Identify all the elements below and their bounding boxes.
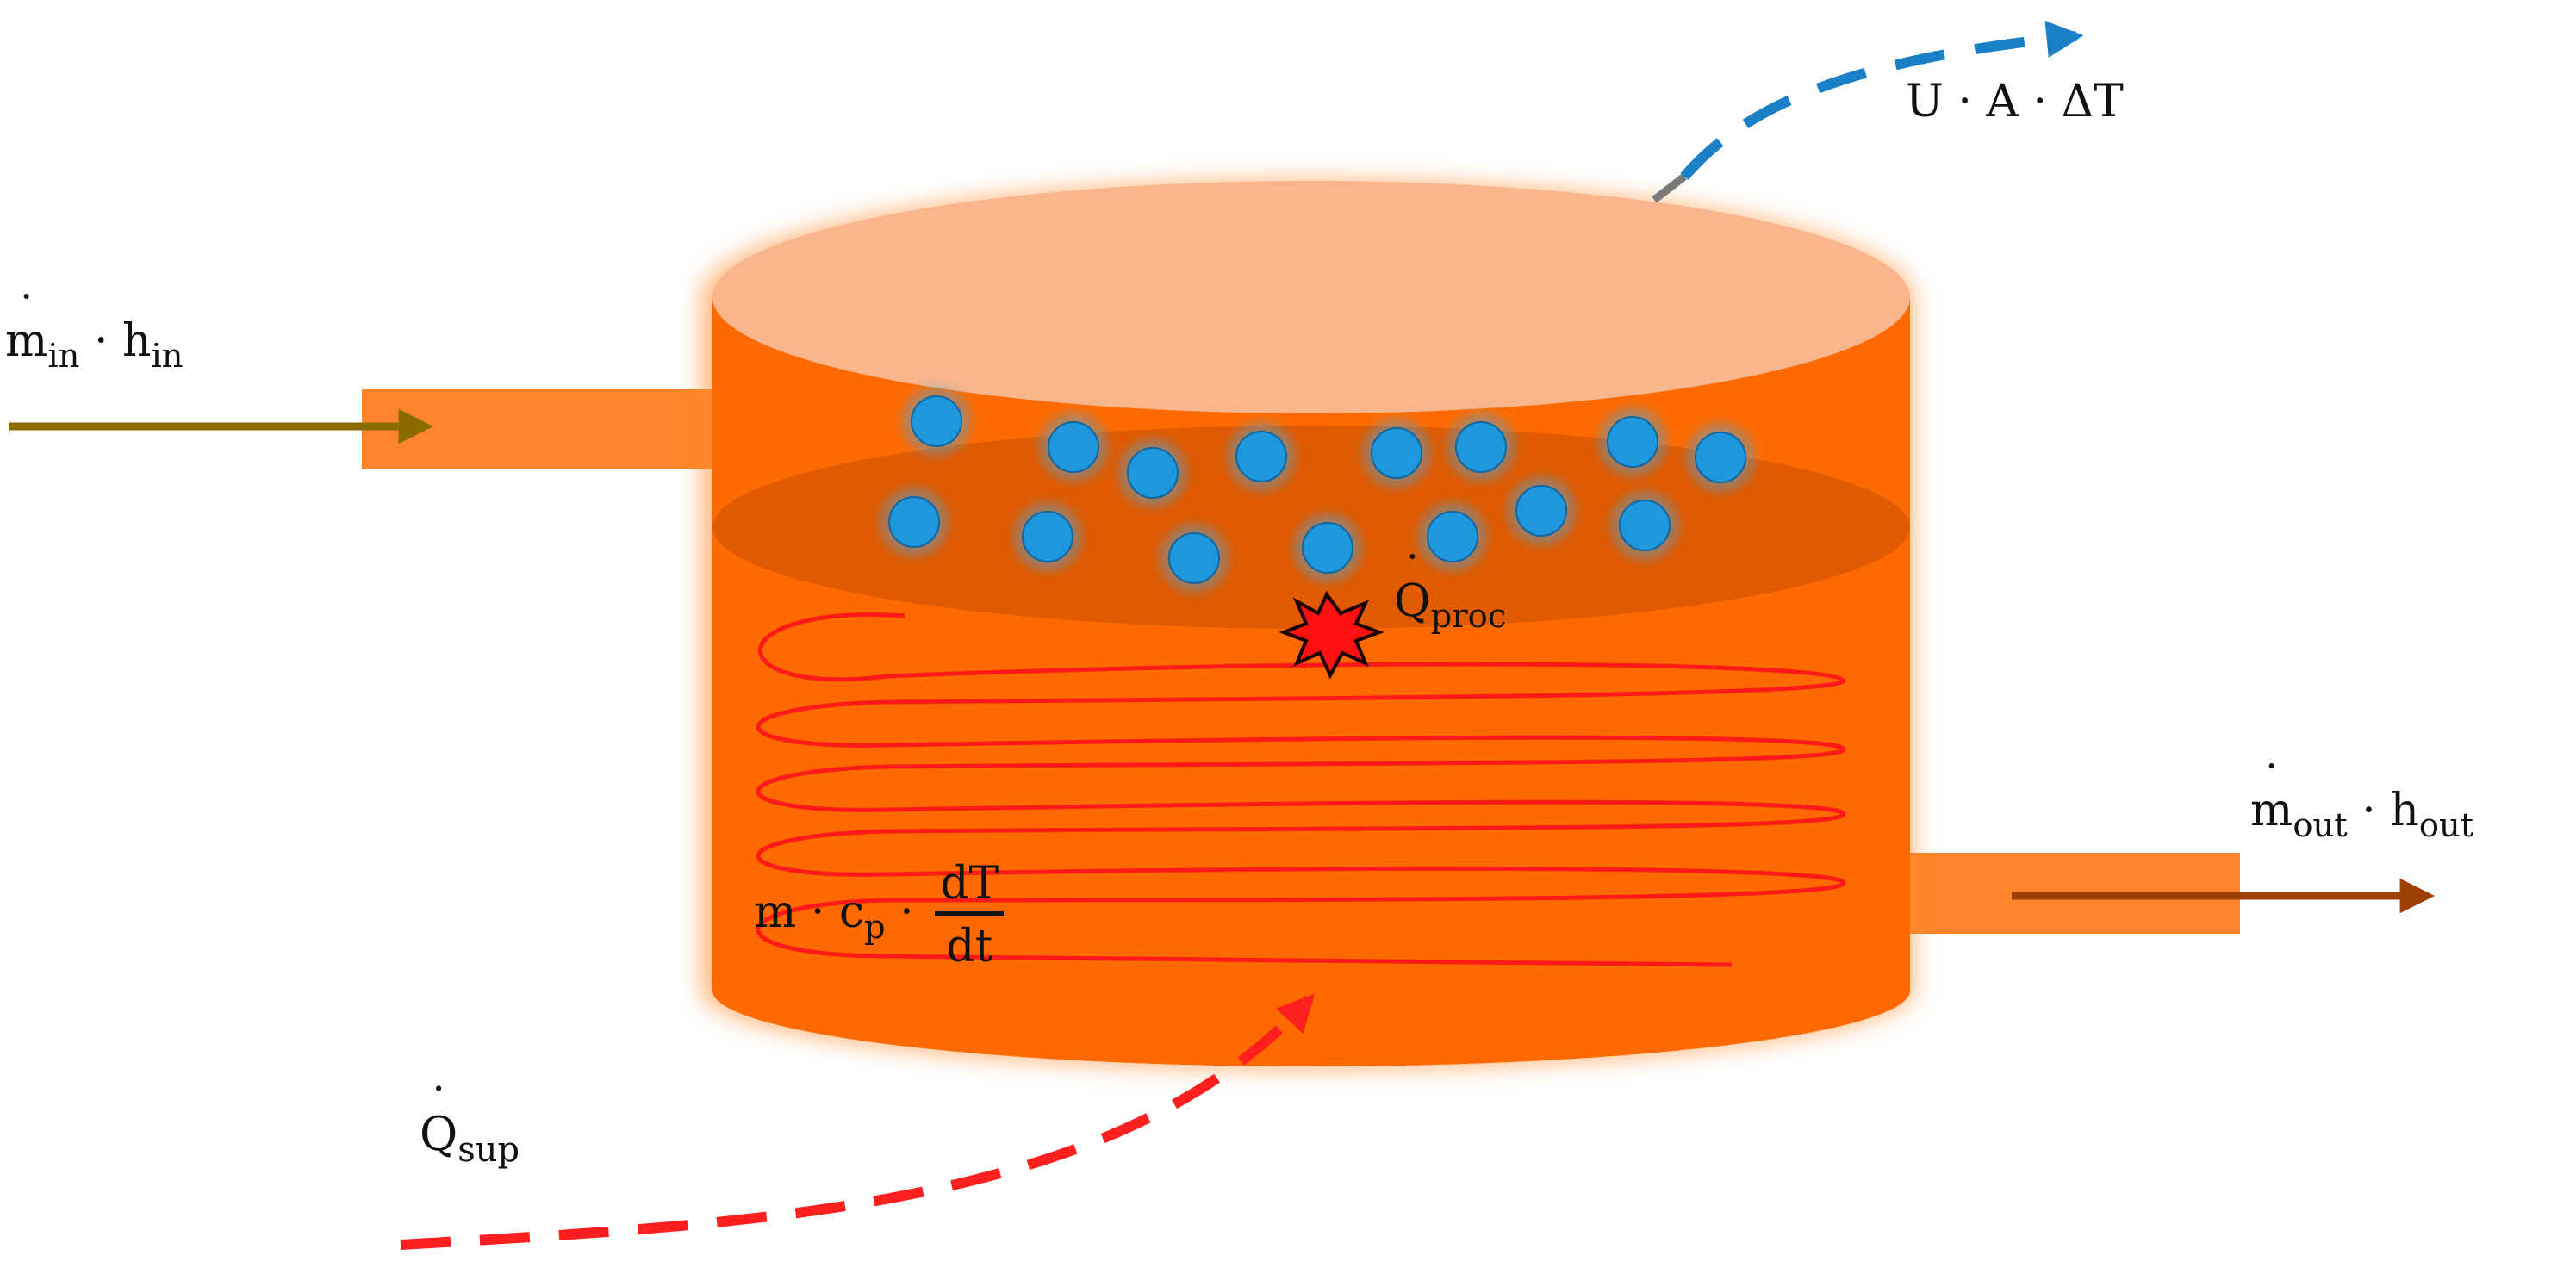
bubble-icon xyxy=(1362,419,1431,488)
bubble-icon xyxy=(1447,413,1515,482)
mass-in-label: min · hin xyxy=(5,319,184,372)
bubble-icon xyxy=(902,387,971,456)
heat-loss-label: U · A · ΔT xyxy=(1906,76,2124,127)
bubble-icon xyxy=(1610,491,1679,560)
bubble-icon xyxy=(880,488,949,556)
heat-loss-connector xyxy=(1652,173,1687,203)
supply-heat-arrow xyxy=(400,993,1315,1250)
bubble-icon xyxy=(1160,524,1229,593)
bubble-icon xyxy=(1039,413,1108,482)
heating-coil xyxy=(756,612,1846,967)
mass-out-label: mout · hout xyxy=(2250,788,2473,842)
heat-loss-arrow xyxy=(1680,20,2084,180)
dT-dt-fraction: dT dt xyxy=(935,861,1005,969)
bubble-icon xyxy=(1598,407,1667,476)
bubble-icon xyxy=(1418,502,1487,571)
bubble-icon xyxy=(1013,502,1082,571)
bubble-icon xyxy=(1118,438,1187,507)
q-proc-label: Qproc xyxy=(1394,579,1506,632)
tank-lid xyxy=(712,181,1910,413)
bubble-icon xyxy=(1507,476,1576,545)
storage-term-label: m · cp · dT dt xyxy=(754,861,1005,969)
bubble-icon xyxy=(1686,423,1755,492)
bubbles xyxy=(880,387,1755,593)
bubble-icon xyxy=(1293,513,1362,582)
spark-icon xyxy=(1279,591,1384,680)
q-sup-label: Qsup xyxy=(420,1111,520,1168)
bubble-icon xyxy=(1227,422,1296,491)
